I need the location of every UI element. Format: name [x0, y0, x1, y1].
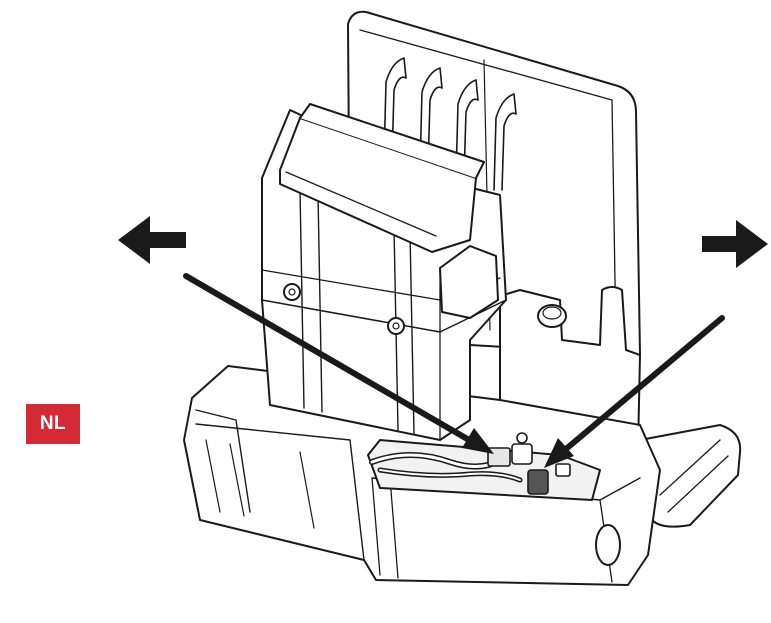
slot-fins [383, 57, 517, 191]
pointer-arrow-icon [544, 315, 725, 468]
screws [283, 283, 405, 335]
base-extension [639, 424, 742, 528]
button [537, 304, 567, 328]
cable-connectors [369, 432, 571, 495]
language-badge: NL [26, 404, 80, 444]
base-clip [595, 524, 621, 566]
front-block [439, 245, 499, 319]
pointer-arrow-icon [183, 273, 494, 454]
arrow-right-icon [702, 220, 768, 268]
arrow-left-icon [118, 216, 186, 264]
